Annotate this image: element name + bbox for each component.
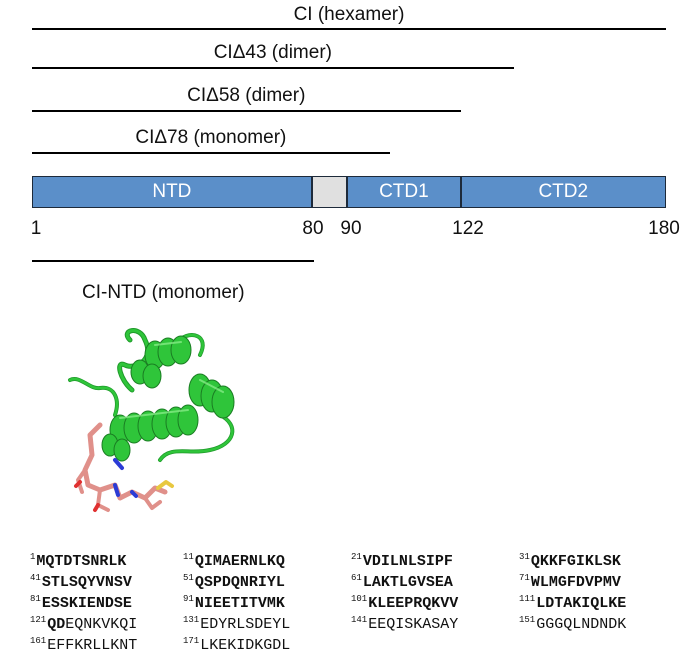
residue-number: 91 [183,594,194,604]
sequence-bold-residues: NIEETITVMK [194,595,285,612]
sequence-residues: EFFKRLLKNT [47,637,138,654]
ntd-construct-line [32,260,314,262]
residue-tick-label: 90 [340,218,362,239]
residue-number: 41 [30,573,41,583]
sequence-bold-residues: QIMAERNLKQ [194,553,285,570]
residue-number: 71 [519,573,530,583]
residue-number: 161 [30,636,47,646]
residue-number: 121 [30,615,47,625]
residue-number: 111 [519,594,536,604]
domain-ntd: NTD [32,176,312,208]
sequence-segment: 31QKKFGIKLSK [519,548,621,571]
residue-number: 61 [351,573,362,583]
domain-ctd2: CTD2 [460,176,666,208]
sequence-residues: LKEKIDKGDL [200,637,291,654]
sequence-segment: 161EFFKRLLKNT [30,632,137,655]
construct-line [32,67,514,69]
domain-linker [311,176,348,208]
construct-label: CI (hexamer) [293,4,405,25]
sequence-bold-residues: QKKFGIKLSK [530,553,621,570]
sequence-segment: 171LKEKIDKGDL [183,632,290,655]
construct-line [32,152,390,154]
construct-line [32,110,461,112]
residue-number: 51 [183,573,194,583]
sequence-segment: 71WLMGFDVPMV [519,569,621,592]
residue-number: 81 [30,594,41,604]
sequence-segment: 41STLSQYVNSV [30,569,132,592]
residue-number: 151 [519,615,536,625]
residue-tick-label: 1 [30,218,42,239]
sequence-segment: 111LDTAKIQLKE [519,590,626,613]
sequence-segment: 11QIMAERNLKQ [183,548,285,571]
sequence-bold-residues: WLMGFDVPMV [530,574,621,591]
residue-tick-label: 180 [648,218,680,239]
residue-number: 21 [351,552,362,562]
residue-tick-label: 122 [452,218,484,239]
sequence-segment: 81ESSKIENDSE [30,590,132,613]
ntd-structure-image [68,328,235,512]
sequence-segment: 131EDYRLSDEYL [183,611,290,634]
sequence-residues: EQNKVKQI [65,616,138,633]
residue-number: 1 [30,552,36,562]
sequence-segment: 21VDILNLSIPF [351,548,453,571]
sequence-bold-residues: LAKTLGVSEA [362,574,453,591]
sequence-bold-residues: QSPDQNRIYL [194,574,285,591]
sequence-bold-residues: ESSKIENDSE [41,595,132,612]
protein-cartoon [68,328,235,462]
sequence-segment: 151GGGQLNDNDK [519,611,626,634]
residue-number: 141 [351,615,368,625]
sequence-bold-residues: MQTDTSNRLK [36,553,127,570]
sequence-bold-residues: LDTAKIQLKE [536,595,627,612]
residue-number: 171 [183,636,200,646]
sequence-residues: GGGQLNDNDK [536,616,627,633]
residue-number: 31 [519,552,530,562]
construct-label: CIΔ43 (dimer) [213,42,332,63]
residue-tick-label: 80 [302,218,324,239]
sequence-segment: 101KLEEPRQKVV [351,590,458,613]
sequence-segment: 91NIEETITVMK [183,590,285,613]
domain-ctd1: CTD1 [347,176,461,208]
residue-number: 101 [351,594,368,604]
sequence-segment: 141EEQISKASAY [351,611,458,634]
residue-number: 131 [183,615,200,625]
sequence-bold-residues: QD [47,616,66,633]
sequence-bold-residues: VDILNLSIPF [362,553,453,570]
sequence-residues: EEQISKASAY [368,616,459,633]
sequence-segment: 51QSPDQNRIYL [183,569,285,592]
sequence-segment: 61LAKTLGVSEA [351,569,453,592]
sequence-residues: EDYRLSDEYL [200,616,291,633]
construct-label: CIΔ78 (monomer) [135,127,287,148]
sequence-bold-residues: KLEEPRQKVV [368,595,459,612]
construct-label: CIΔ58 (dimer) [187,85,306,106]
ntd-construct-label: CI-NTD (monomer) [82,282,245,303]
sequence-segment: 1MQTDTSNRLK [30,548,126,571]
peptide-sticks [74,422,174,512]
sequence-segment: 121QDEQNKVKQI [30,611,137,634]
residue-number: 11 [183,552,194,562]
sequence-bold-residues: STLSQYVNSV [41,574,132,591]
construct-line [32,28,666,30]
